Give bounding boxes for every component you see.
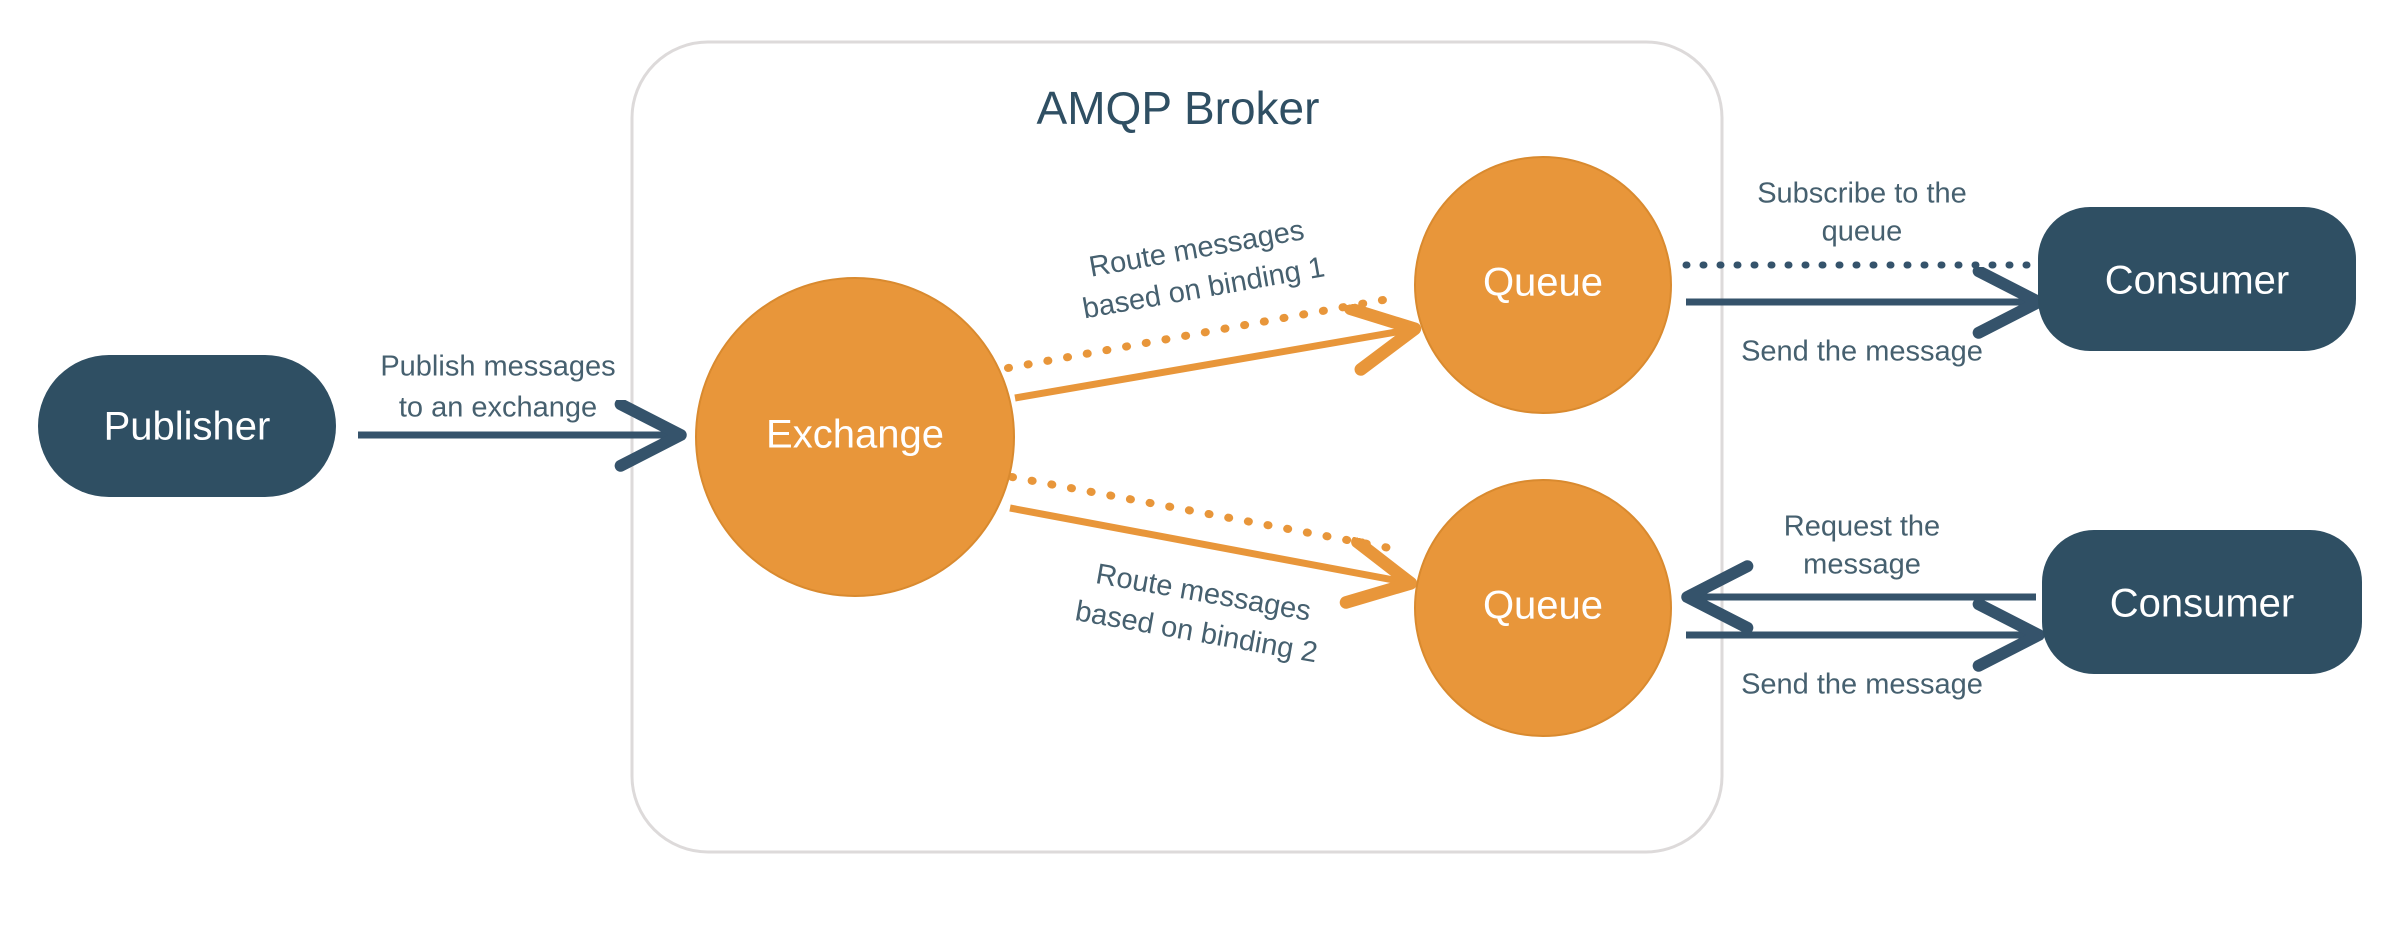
node-queue-1-label: Queue	[1483, 261, 1603, 305]
subscribe-label-line-1: Subscribe to the	[1757, 178, 1967, 210]
node-exchange-label: Exchange	[766, 413, 944, 457]
node-queue-2[interactable]	[1414, 479, 1672, 737]
binding-1-dotted-line	[1004, 294, 1398, 372]
binding-1-arrow-line	[1014, 330, 1408, 402]
node-consumer-1[interactable]	[2038, 207, 2356, 351]
subscribe-label-line-2: queue	[1822, 216, 1903, 248]
request-message-label-line-2: message	[1803, 549, 1921, 581]
broker-title-label: AMQP Broker	[1037, 82, 1320, 134]
send-message-2-label: Send the message	[1741, 669, 1983, 701]
node-queue-2-label: Queue	[1483, 584, 1603, 628]
publish-label-line-1: Publish messages	[380, 351, 615, 383]
binding-2-dotted-line	[1008, 473, 1404, 554]
node-exchange[interactable]	[695, 277, 1015, 597]
node-consumer-2-label: Consumer	[2110, 582, 2295, 626]
request-message-label-line-1: Request the	[1784, 511, 1940, 543]
publish-label-line-2: to an exchange	[399, 392, 597, 424]
node-publisher[interactable]	[38, 355, 336, 497]
node-consumer-2[interactable]	[2042, 530, 2362, 674]
node-publisher-label: Publisher	[104, 405, 271, 449]
binding-2-arrow-line	[1009, 504, 1404, 582]
send-message-1-label: Send the message	[1741, 336, 1983, 368]
node-consumer-1-label: Consumer	[2105, 259, 2290, 303]
node-queue-1[interactable]	[1414, 156, 1672, 414]
